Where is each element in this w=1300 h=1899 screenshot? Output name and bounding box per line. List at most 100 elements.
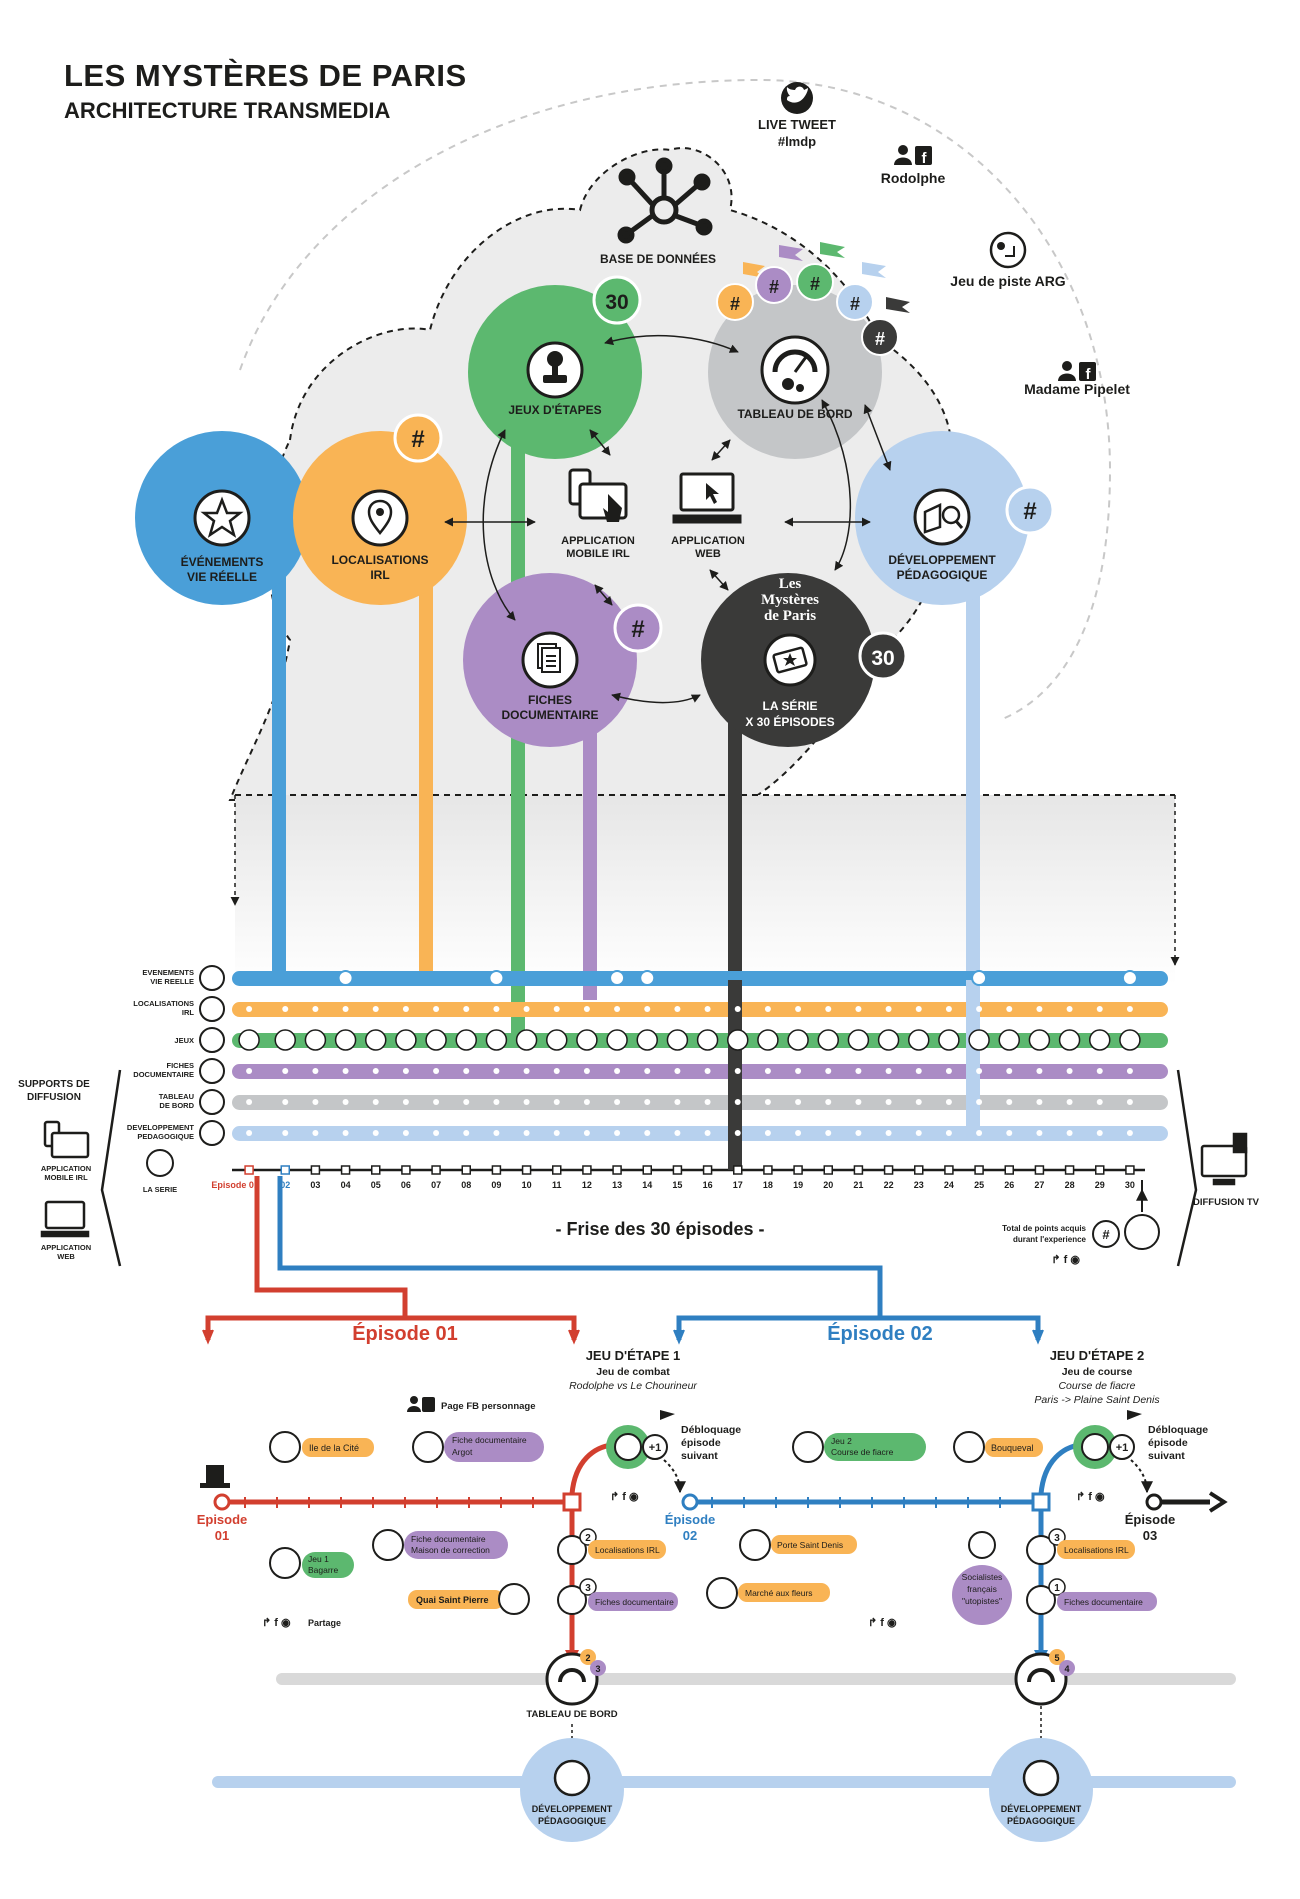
track-marker bbox=[976, 1006, 983, 1012]
page-title: LES MYSTÈRES DE PARIS bbox=[64, 58, 467, 93]
track-marker bbox=[825, 1006, 832, 1012]
episode-marker bbox=[672, 1165, 683, 1175]
location-pin-icon bbox=[498, 1583, 530, 1615]
svg-text:30: 30 bbox=[871, 647, 894, 670]
dashboard-gauge-icon bbox=[772, 349, 818, 392]
track-marker bbox=[576, 1029, 598, 1051]
track-marker bbox=[1126, 1099, 1133, 1105]
track-marker bbox=[734, 1130, 741, 1136]
tableau-node-1: 2 3 TABLEAU DE BORD bbox=[526, 1649, 618, 1720]
episode-label: 19 bbox=[793, 1180, 803, 1190]
episode-marker bbox=[1004, 1165, 1014, 1175]
track-marker bbox=[674, 1130, 681, 1136]
detail-ticks bbox=[244, 1497, 1001, 1508]
track-marker bbox=[246, 1006, 253, 1012]
track-marker bbox=[1126, 1068, 1133, 1074]
episode-label: Episode 01 bbox=[211, 1180, 259, 1190]
track-marker bbox=[847, 1029, 870, 1051]
track-marker bbox=[282, 1099, 289, 1105]
track-marker bbox=[583, 1099, 590, 1105]
svg-text:#lmdp: #lmdp bbox=[778, 134, 816, 149]
svg-text:Localisations IRL: Localisations IRL bbox=[1064, 1545, 1129, 1555]
track-marker bbox=[402, 1130, 409, 1136]
svg-text:LOCALISATIONS: LOCALISATIONS bbox=[331, 553, 428, 567]
episode-marker bbox=[431, 1165, 441, 1175]
track-marker bbox=[614, 1099, 621, 1105]
svg-text:+1: +1 bbox=[649, 1442, 662, 1454]
track-marker bbox=[372, 1006, 379, 1012]
svg-text:2: 2 bbox=[585, 1533, 591, 1544]
track-marker bbox=[764, 1006, 771, 1012]
svg-text:#: # bbox=[631, 616, 644, 643]
episode-marker bbox=[853, 1165, 864, 1175]
episode-label: 20 bbox=[823, 1180, 833, 1190]
track-marker bbox=[915, 1068, 922, 1074]
computer-icon bbox=[40, 1200, 90, 1238]
episode-01-start bbox=[213, 1493, 231, 1511]
svg-text:X 30 ÉPISODES: X 30 ÉPISODES bbox=[745, 714, 834, 729]
event-marker bbox=[609, 970, 626, 986]
episode-label: 26 bbox=[1004, 1180, 1014, 1190]
track-marker bbox=[334, 1029, 357, 1051]
track-marker bbox=[704, 1130, 711, 1136]
episode-label: 30 bbox=[1125, 1180, 1135, 1190]
episode-label: 11 bbox=[552, 1180, 562, 1190]
svg-text:DÉVELOPPEMENT: DÉVELOPPEMENT bbox=[1001, 1804, 1082, 1814]
event-marker bbox=[488, 970, 505, 986]
episode-label: 02 bbox=[280, 1180, 290, 1190]
track-marker bbox=[1096, 1130, 1103, 1136]
episode-connectors bbox=[202, 1176, 1044, 1345]
hub-arrows bbox=[444, 334, 892, 704]
documents-icon bbox=[968, 1531, 996, 1559]
track-marker bbox=[674, 1006, 681, 1012]
location-pin-icon bbox=[706, 1577, 738, 1609]
serie-stem-lower bbox=[728, 980, 742, 1170]
episode-01-title: Épisode 01 bbox=[352, 1322, 458, 1345]
track-marker bbox=[1006, 1099, 1013, 1105]
svg-text:#: # bbox=[1023, 498, 1036, 525]
svg-text:03: 03 bbox=[1143, 1528, 1157, 1543]
location-pin-icon bbox=[367, 499, 393, 536]
joystick-icon bbox=[543, 351, 567, 383]
svg-text:Course de fiacre: Course de fiacre bbox=[1058, 1380, 1135, 1392]
supports: SUPPORTS DE DIFFUSION APPLICATION MOBILE… bbox=[18, 1069, 1260, 1267]
episode-marker bbox=[244, 1165, 254, 1175]
track-marker bbox=[553, 1130, 560, 1136]
track-marker bbox=[644, 1006, 651, 1012]
track-marker bbox=[1066, 1099, 1073, 1105]
track-marker bbox=[246, 1130, 253, 1136]
track-marker bbox=[915, 1006, 922, 1012]
star-icon bbox=[200, 496, 244, 538]
episode-marker bbox=[1064, 1165, 1075, 1175]
node-localisations: LOCALISATIONS IRL # bbox=[293, 413, 467, 605]
svg-text:Localisations IRL: Localisations IRL bbox=[595, 1545, 660, 1555]
count-badge bbox=[592, 275, 642, 325]
track-marker bbox=[644, 1099, 651, 1105]
episode-03-start bbox=[1145, 1493, 1163, 1511]
node-jeux: JEUX D'ÉTAPES 30 bbox=[468, 275, 642, 459]
star-icon bbox=[199, 965, 225, 991]
documents-icon bbox=[557, 1585, 587, 1615]
track-marker bbox=[1066, 1130, 1073, 1136]
svg-text:WEB: WEB bbox=[57, 1252, 75, 1261]
dev-node-1: DÉVELOPPEMENT PÉDAGOGIQUE bbox=[520, 1724, 624, 1842]
svg-text:Jeu de combat: Jeu de combat bbox=[596, 1366, 670, 1378]
row-labels: EVENEMENTS VIE REELLE LOCALISATIONS IRL … bbox=[127, 965, 225, 1194]
episode-marker bbox=[793, 1165, 803, 1175]
track-marker bbox=[674, 1099, 681, 1105]
track-marker bbox=[372, 1099, 379, 1105]
track-marker bbox=[795, 1068, 802, 1074]
share-fb-twitter-icon: ↱ f ◉ bbox=[1076, 1491, 1105, 1503]
track-marker bbox=[493, 1006, 500, 1012]
svg-text:JEUX: JEUX bbox=[174, 1036, 194, 1045]
svg-text:Épisode: Épisode bbox=[665, 1512, 716, 1527]
svg-text:MOBILE IRL: MOBILE IRL bbox=[566, 548, 630, 560]
track-marker bbox=[734, 1006, 741, 1012]
location-pin-icon bbox=[739, 1529, 771, 1561]
track-marker bbox=[553, 1099, 560, 1105]
svg-text:TABLEAU DE BORD: TABLEAU DE BORD bbox=[737, 407, 852, 421]
rodolphe: f Rodolphe bbox=[881, 145, 945, 186]
svg-text:DIFFUSION: DIFFUSION bbox=[27, 1092, 81, 1103]
episode-01-details: Page FB personnage Ile de la Cité Fiche … bbox=[197, 1396, 741, 1629]
track-marker bbox=[674, 1068, 681, 1074]
